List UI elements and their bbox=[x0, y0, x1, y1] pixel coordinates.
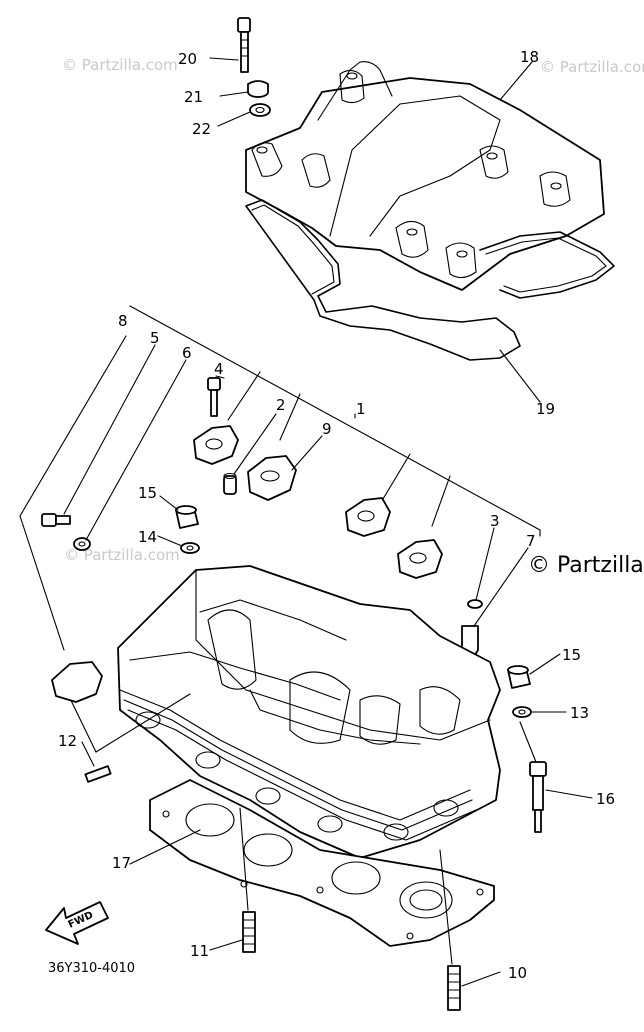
watermark-mid-left: © Partzilla.com bbox=[64, 546, 180, 564]
callout-20: 20 bbox=[178, 50, 197, 68]
bolt-4-drawing bbox=[207, 377, 221, 417]
callout-4: 4 bbox=[214, 360, 224, 378]
callout-2: 2 bbox=[276, 396, 286, 414]
bracket-left-drawing bbox=[51, 661, 103, 703]
callout-10: 10 bbox=[508, 964, 527, 982]
callout-18: 18 bbox=[520, 48, 539, 66]
stud-12-drawing bbox=[63, 685, 191, 783]
callout-13: 13 bbox=[570, 704, 589, 722]
assembly-bracket-1 bbox=[129, 305, 541, 537]
callout-12: 12 bbox=[58, 732, 77, 750]
leader-lines bbox=[81, 57, 593, 987]
callout-11: 11 bbox=[190, 942, 209, 960]
grommet-21-drawing bbox=[247, 80, 269, 98]
callout-22: 22 bbox=[192, 120, 211, 138]
cam-cap-right-drawing bbox=[397, 539, 443, 579]
callout-15-lower: 15 bbox=[562, 646, 581, 664]
plug-15-upper-drawing bbox=[175, 505, 199, 529]
callout-16: 16 bbox=[596, 790, 615, 808]
forward-direction-icon: FWD bbox=[45, 901, 109, 945]
watermark-top-left: © Partzilla.com bbox=[62, 56, 178, 74]
callout-14: 14 bbox=[138, 528, 157, 546]
leader-group-5-6-8 bbox=[19, 335, 187, 651]
washer-22-drawing bbox=[249, 103, 271, 117]
plug-15-lower-drawing bbox=[507, 665, 531, 689]
watermark-top-right: © Partzilla.com bbox=[540, 58, 644, 76]
head-cover-gasket-19-drawing bbox=[245, 199, 615, 361]
callout-5: 5 bbox=[150, 329, 160, 347]
washer-14-drawing bbox=[180, 542, 200, 554]
head-gasket-17-drawing bbox=[149, 779, 495, 947]
callout-6: 6 bbox=[182, 344, 192, 362]
callout-8: 8 bbox=[118, 312, 128, 330]
callout-1: 1 bbox=[356, 400, 366, 418]
spark-plug-16-drawing bbox=[519, 721, 547, 833]
callout-19: 19 bbox=[536, 400, 555, 418]
head-cover-18-drawing bbox=[245, 61, 605, 291]
callout-7: 7 bbox=[526, 532, 536, 550]
cam-cap-left-drawing bbox=[193, 425, 239, 465]
callout-3: 3 bbox=[490, 512, 500, 530]
diagram-part-code: 36Y310-4010 bbox=[48, 961, 135, 976]
callout-9: 9 bbox=[322, 420, 332, 438]
dowel-2-drawing bbox=[223, 472, 237, 495]
cam-cap-center-drawing bbox=[345, 497, 391, 537]
cylinder-head-drawing bbox=[117, 565, 501, 859]
callout-17: 17 bbox=[112, 854, 131, 872]
clip-3-drawing bbox=[467, 599, 483, 609]
washer-13-drawing bbox=[512, 706, 532, 718]
watermark-mid-right: © Partzilla bbox=[528, 553, 644, 578]
cap-9-drawing bbox=[247, 455, 297, 501]
callout-15-upper: 15 bbox=[138, 484, 157, 502]
washer-6-drawing bbox=[73, 537, 91, 551]
stud-10-drawing bbox=[439, 849, 461, 1011]
bolt-20-drawing bbox=[237, 17, 251, 73]
bolt-8-drawing bbox=[41, 513, 71, 527]
callout-21: 21 bbox=[184, 88, 203, 106]
stud-11-drawing bbox=[239, 807, 256, 953]
